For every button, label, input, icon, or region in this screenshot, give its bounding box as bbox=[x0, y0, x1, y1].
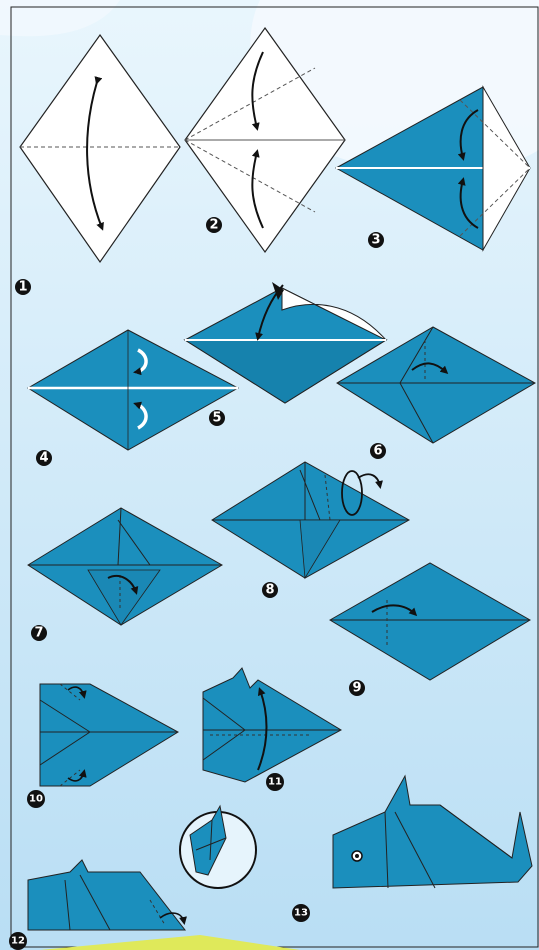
step-badge-4: 4 bbox=[36, 450, 52, 466]
step-number: 6 bbox=[373, 444, 382, 459]
step-number: 13 bbox=[294, 908, 308, 919]
step-badge-9: 9 bbox=[349, 680, 365, 696]
step-badge-2: 2 bbox=[206, 217, 222, 233]
step-number: 5 bbox=[212, 411, 221, 426]
step-number: 11 bbox=[268, 777, 282, 788]
step-number: 12 bbox=[11, 936, 25, 947]
step-number: 9 bbox=[352, 681, 361, 696]
step-number: 7 bbox=[34, 626, 43, 641]
step-number: 2 bbox=[209, 218, 218, 233]
step-badge-13: 13 bbox=[292, 904, 310, 922]
step-badge-6: 6 bbox=[370, 443, 386, 459]
step-badge-5: 5 bbox=[209, 410, 225, 426]
step-badge-1: 1 bbox=[15, 279, 31, 295]
step-badge-10: 10 bbox=[27, 790, 45, 808]
step-badge-3: 3 bbox=[368, 232, 384, 248]
step-badge-7: 7 bbox=[31, 625, 47, 641]
step-badge-12: 12 bbox=[9, 932, 27, 950]
step-number: 4 bbox=[39, 451, 48, 466]
step-number: 1 bbox=[18, 280, 27, 295]
step-badge-11: 11 bbox=[266, 773, 284, 791]
step-number: 8 bbox=[265, 583, 274, 598]
step-number: 3 bbox=[371, 233, 380, 248]
step-number: 10 bbox=[29, 794, 43, 805]
step-badge-8: 8 bbox=[262, 582, 278, 598]
